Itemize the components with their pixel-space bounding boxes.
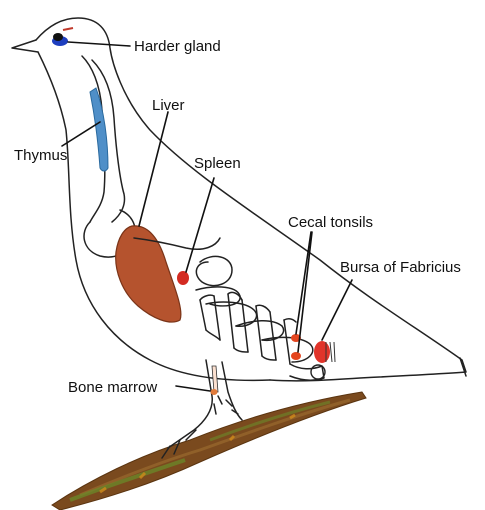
eye — [53, 33, 63, 41]
bone-marrow-marker — [211, 389, 218, 395]
thymus-organ — [90, 88, 108, 171]
label-spleen: Spleen — [194, 155, 241, 172]
bursa-organ — [314, 341, 335, 363]
labels: Harder gland Liver Thymus Spleen Cecal t… — [14, 38, 461, 396]
label-bone-marrow: Bone marrow — [68, 379, 157, 396]
label-thymus: Thymus — [14, 147, 67, 164]
branch — [52, 392, 366, 510]
label-liver: Liver — [152, 97, 185, 114]
label-cecal-tonsils: Cecal tonsils — [288, 214, 373, 231]
label-harder-gland: Harder gland — [134, 38, 221, 55]
eye-group — [52, 28, 73, 46]
spleen-organ — [177, 271, 189, 285]
label-bursa-of-fabricius: Bursa of Fabricius — [340, 259, 461, 276]
